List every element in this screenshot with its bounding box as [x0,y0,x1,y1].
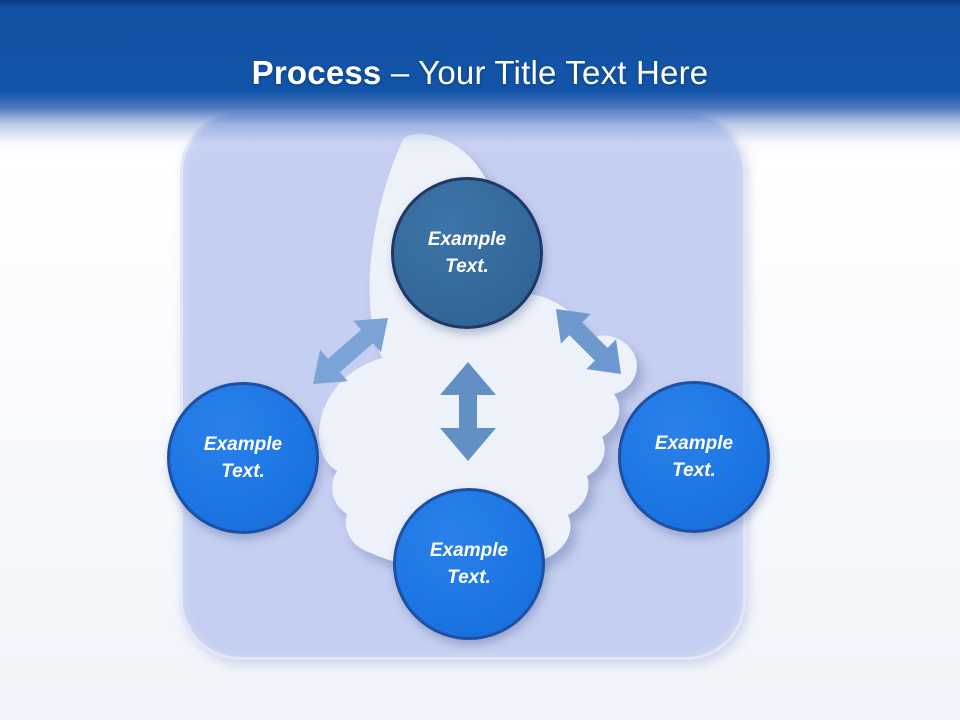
node-label: Example Text. [203,434,283,482]
title-bold: Process [251,54,382,91]
slide-title: Process – Your Title Text Here [0,54,960,92]
process-node-bottom: Example Text. [393,488,545,640]
node-label: Example Text. [654,433,734,481]
process-node-right: Example Text. [618,381,770,533]
process-node-top: Example Text. [391,177,543,329]
double-arrow-upperleft-icon [312,317,389,385]
double-arrow-vertical-icon [440,362,496,461]
node-label: Example Text. [427,229,507,277]
node-label: Example Text. [429,540,509,588]
process-node-left: Example Text. [167,382,319,534]
double-arrow-upperright-icon [555,308,622,375]
title-rest: – Your Title Text Here [381,54,709,91]
